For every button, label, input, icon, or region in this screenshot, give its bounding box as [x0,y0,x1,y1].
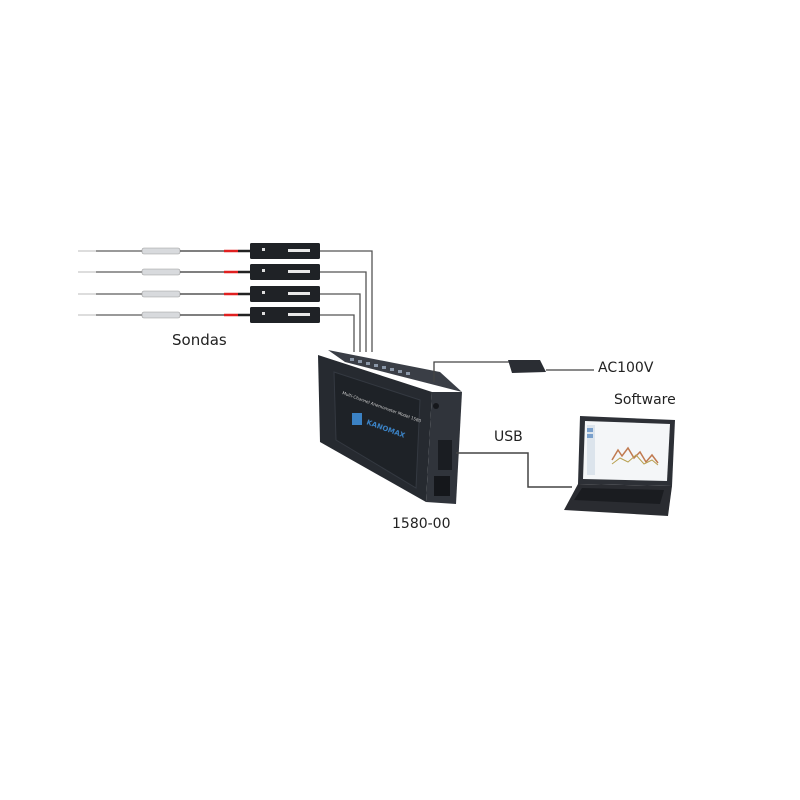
probe-1 [78,243,320,259]
power-switch [434,476,450,496]
main-unit-1580: KANOMAX Multi-Channel Anemometer Model 1… [318,350,462,504]
software-label: Software [614,392,676,408]
power-label: AC100V [598,360,654,376]
usb-label: USB [494,429,523,445]
probes-label: Sondas [172,331,227,349]
probe-cables [320,250,373,352]
usb-port [438,440,452,470]
probes-group [78,243,320,323]
probe-2 [78,264,320,280]
laptop [564,416,675,516]
kanomax-logo-icon [352,413,362,425]
probe-3 [78,286,320,302]
model-label: 1580-00 [392,516,451,532]
probe-4 [78,307,320,323]
channel-ports [350,358,410,375]
usb-cable [456,452,572,488]
ac-adapter [433,360,594,382]
